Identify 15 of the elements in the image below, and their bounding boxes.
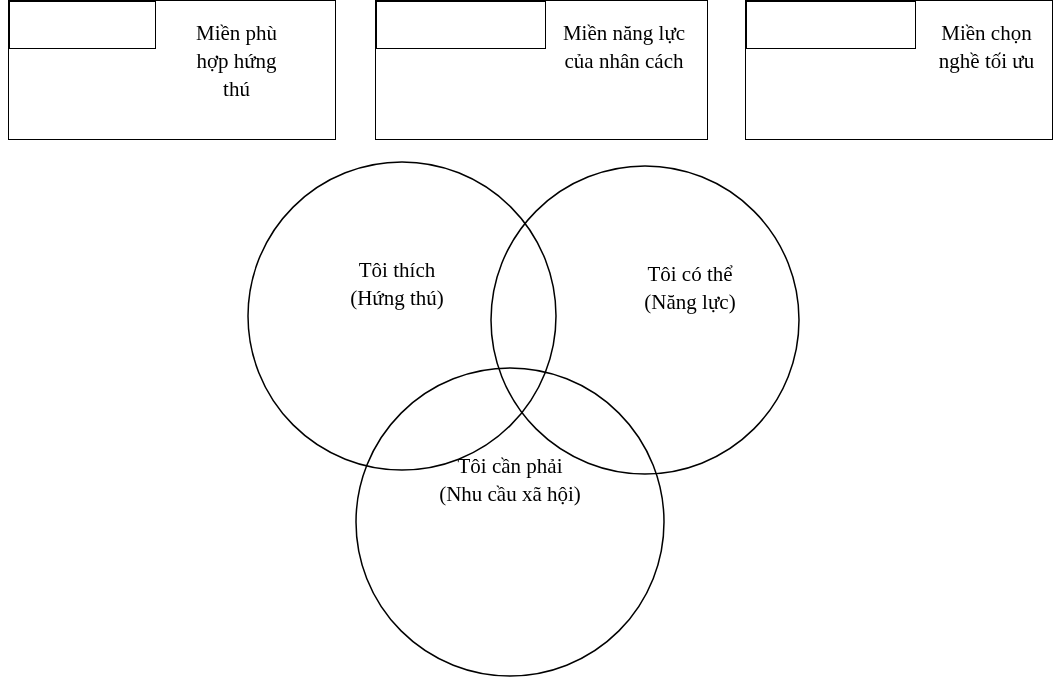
key-box (745, 0, 1053, 140)
circle-label: (Nhu cầu xã hội) (438, 481, 582, 508)
circle-label: Tôi thích (357, 257, 437, 284)
key-box (8, 0, 336, 140)
circle-label: Tôi có thể (646, 261, 734, 288)
sample-box (376, 1, 546, 49)
circle-label: (Hứng thú) (349, 285, 445, 312)
region-label: Miền chọn nghề tối ưu (937, 20, 1036, 75)
sample-box (746, 1, 916, 49)
sample-box (9, 1, 156, 49)
key-box (375, 0, 708, 140)
circle-label: Tôi cần phải (456, 453, 564, 480)
region-label: Miền phù hợp hứng thú (194, 20, 279, 103)
region-label: Miền năng lực của nhân cách (561, 20, 687, 75)
circle-label: (Năng lực) (643, 289, 737, 316)
